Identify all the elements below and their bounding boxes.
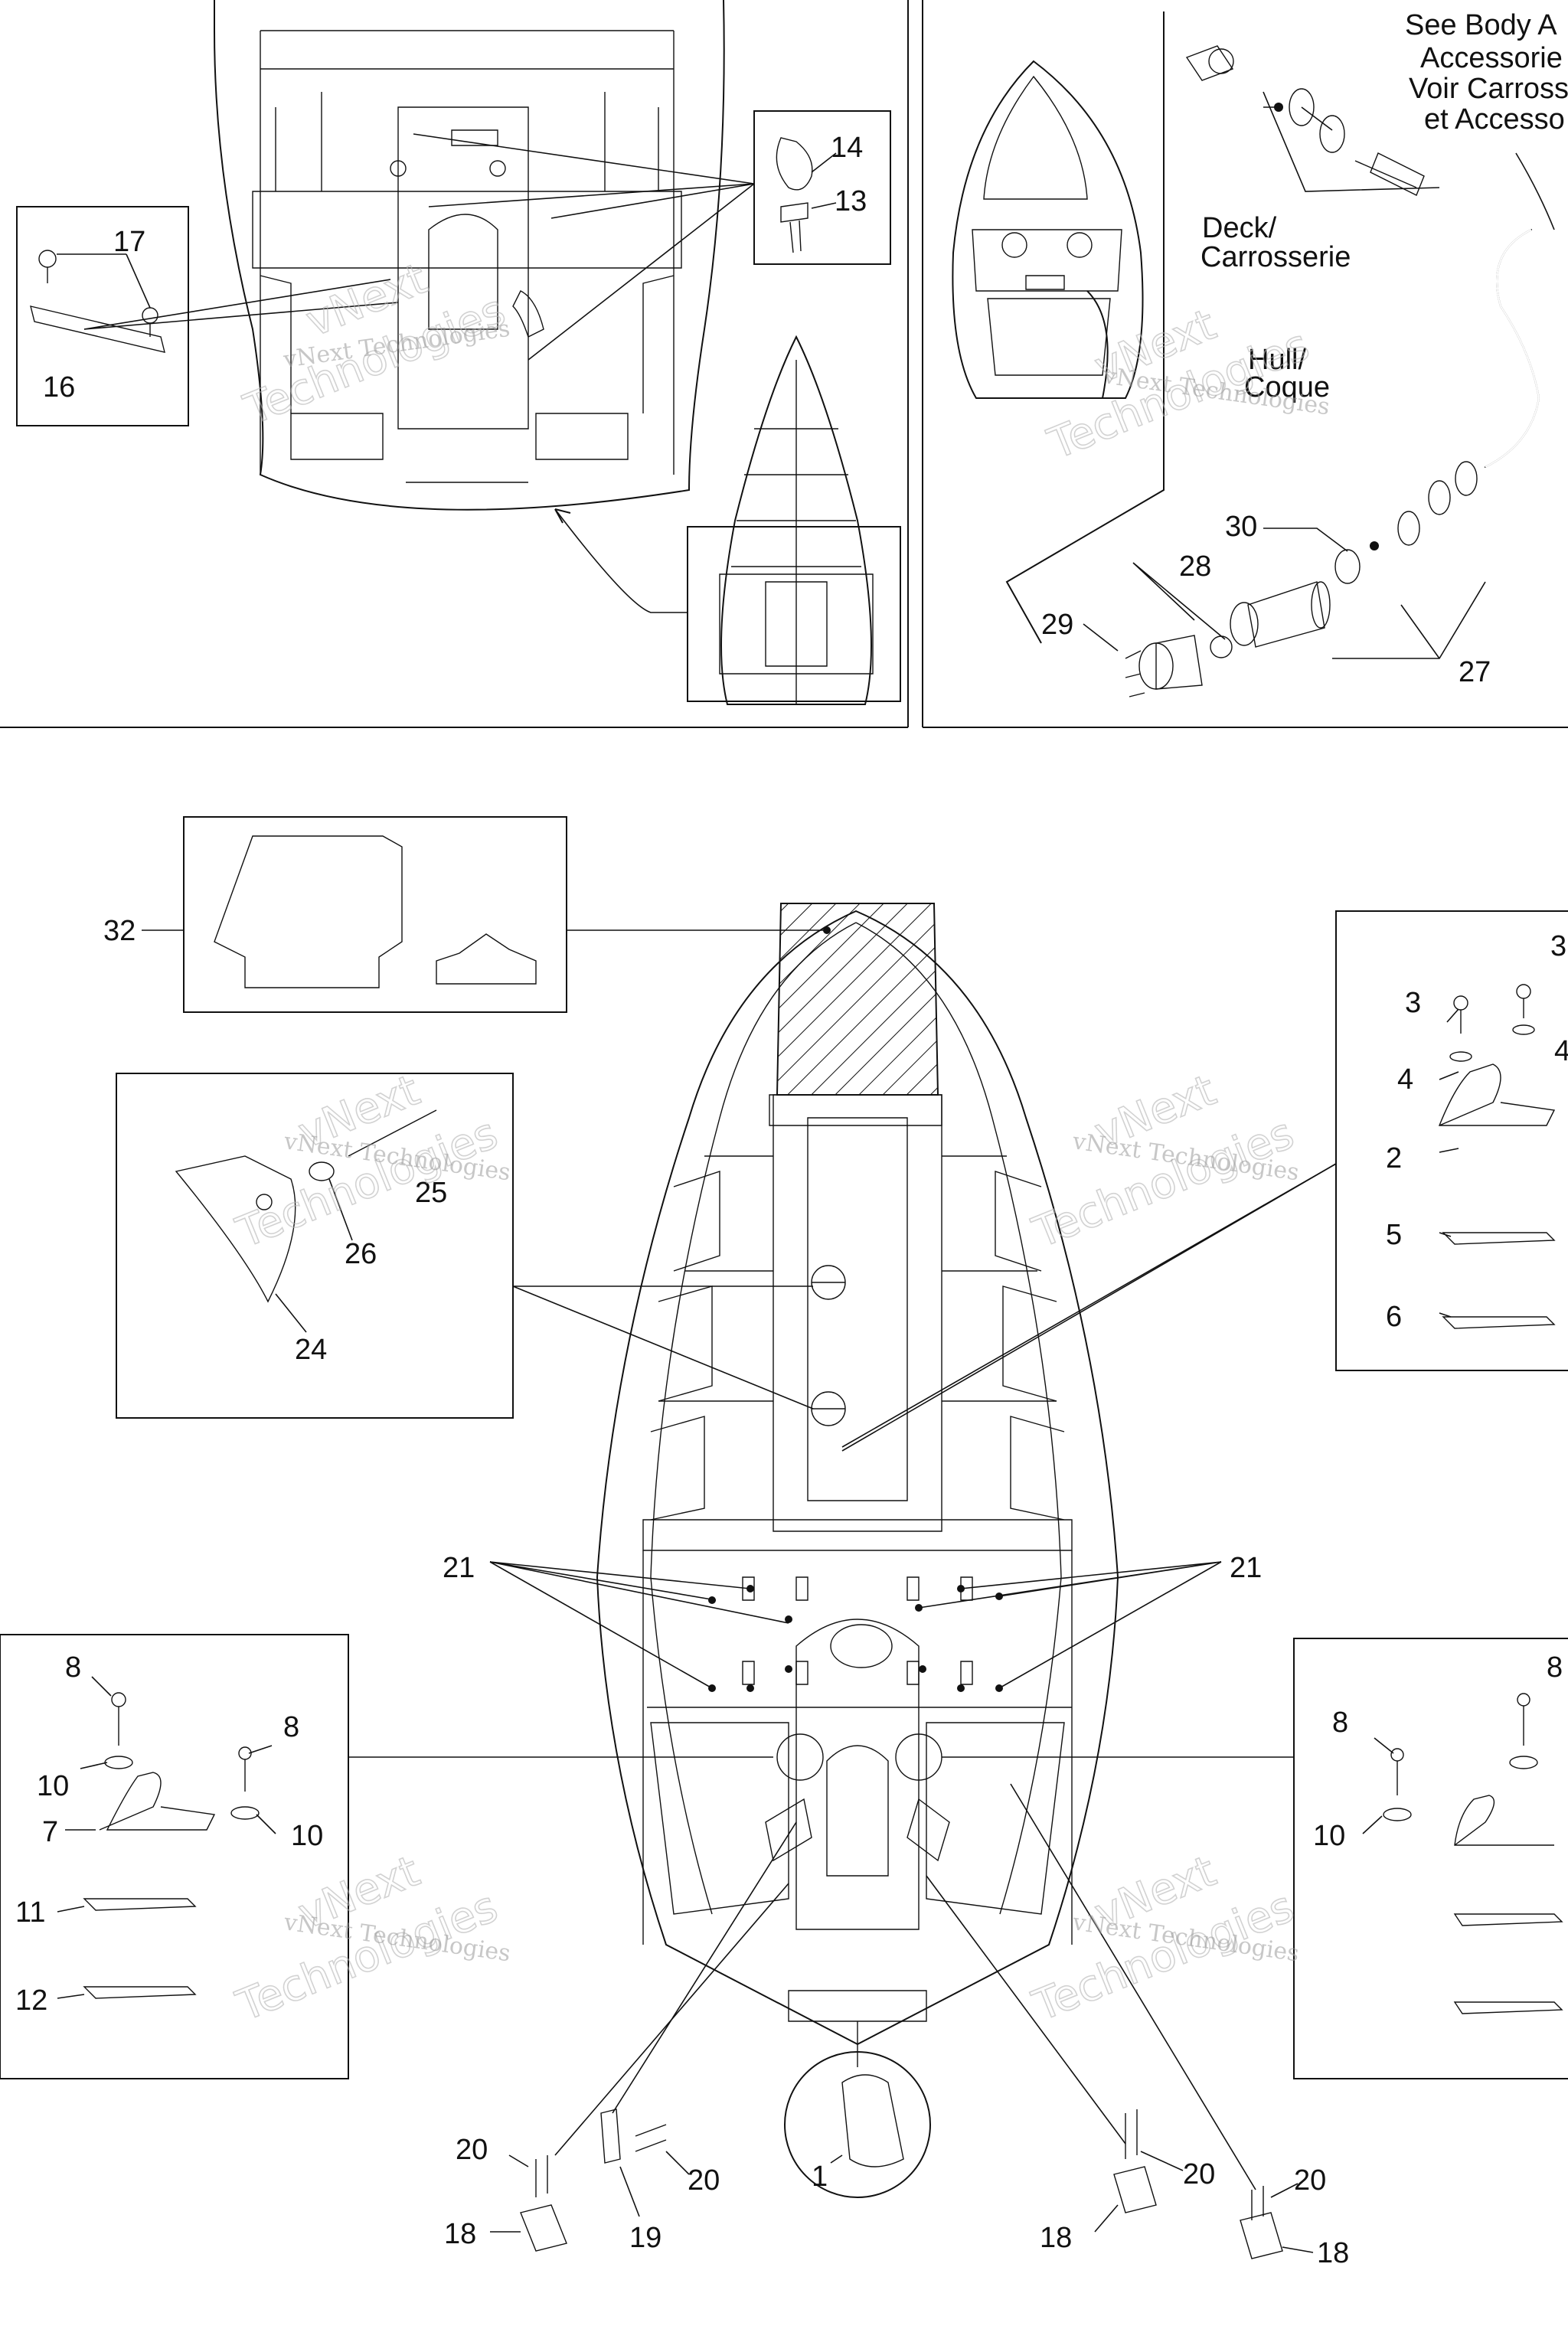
callout-8d: 8 — [1547, 1651, 1563, 1684]
callout-5: 5 — [1386, 1219, 1402, 1251]
callout-12: 12 — [15, 1984, 47, 2017]
callout-24: 24 — [295, 1334, 327, 1366]
deck-hull-top-view — [952, 60, 1144, 399]
callout-11: 11 — [15, 1896, 45, 1929]
callout-8b: 8 — [283, 1711, 299, 1743]
detail-box-8-10-right — [1293, 1638, 1568, 2079]
detail-box-7-12 — [0, 1634, 349, 2079]
hull-rear-view — [214, 0, 725, 511]
main-hull-view — [596, 903, 1119, 2067]
callout-21: 21 — [443, 1552, 475, 1584]
hull-label: Hull/ — [1248, 344, 1306, 376]
detail-box-24-26 — [116, 1073, 514, 1419]
callout-27: 27 — [1459, 656, 1491, 688]
callout-20b: 20 — [688, 2164, 720, 2197]
detail-circle-1 — [784, 2051, 931, 2198]
callout-17: 17 — [113, 226, 145, 258]
callout-13: 13 — [835, 185, 867, 217]
callout-28: 28 — [1179, 550, 1211, 583]
callout-7: 7 — [42, 1816, 58, 1848]
top-left-panel: 17 16 14 13 vNext — [0, 0, 909, 728]
detail-box-32 — [183, 816, 567, 1013]
callout-20d: 20 — [1294, 2164, 1326, 2197]
see-body-note: See Body A — [1405, 9, 1557, 41]
hull-overview-inset — [554, 335, 901, 705]
watermark-top-left: vNext Technologies vNext Technologies — [237, 253, 512, 436]
callout-20: 20 — [456, 2134, 488, 2166]
see-body-note-4: et Accesso — [1424, 103, 1565, 136]
detail-box-2-6 — [1335, 910, 1568, 1371]
see-body-note-2: Accessorie — [1420, 42, 1563, 74]
callout-2: 2 — [1386, 1142, 1402, 1174]
callout-25: 25 — [415, 1177, 447, 1209]
callout-32: 32 — [103, 915, 136, 947]
deck-label-fr: Carrosserie — [1200, 241, 1351, 273]
callout-29: 29 — [1041, 609, 1073, 641]
callout-3b: 3 — [1550, 930, 1566, 962]
callout-30: 30 — [1225, 511, 1257, 543]
hull-label-fr: Coque — [1244, 371, 1330, 403]
callout-20c: 20 — [1183, 2158, 1215, 2190]
detail-box-13-14: 14 13 — [413, 110, 891, 361]
hull-fitting-assembly — [1083, 528, 1486, 697]
main-callouts: 32 25 26 24 3 3 4 4 2 5 6 — [0, 816, 1568, 2269]
callout-10: 10 — [37, 1770, 69, 1802]
callout-10b: 10 — [291, 1820, 323, 1852]
callout-8c: 8 — [1332, 1707, 1348, 1739]
callout-6: 6 — [1386, 1301, 1402, 1333]
callout-10c: 10 — [1313, 1820, 1345, 1852]
callout-18c: 18 — [1317, 2237, 1349, 2269]
callout-3: 3 — [1405, 987, 1421, 1019]
deck-label: Deck/ — [1202, 212, 1277, 244]
callout-18b: 18 — [1040, 2222, 1072, 2254]
callout-26: 26 — [345, 1238, 377, 1270]
callout-1: 1 — [812, 2161, 828, 2193]
deck-vent-assembly — [1185, 45, 1540, 550]
callout-21b: 21 — [1230, 1552, 1262, 1584]
top-right-panel: Deck/ Carrosserie Hull/ Coque See Body A… — [922, 0, 1568, 728]
see-body-note-3: Voir Carross — [1409, 73, 1568, 105]
callout-14: 14 — [831, 132, 863, 164]
watermarks-main: vNext Technologies vNext Technologies vN… — [229, 1065, 1301, 2033]
callout-19: 19 — [629, 2222, 662, 2254]
callout-4b: 4 — [1554, 1035, 1568, 1067]
detail-box-16-17: 17 16 — [16, 206, 399, 426]
callout-18: 18 — [444, 2218, 476, 2250]
callout-8: 8 — [65, 1651, 81, 1684]
callout-4: 4 — [1397, 1063, 1413, 1096]
callout-16: 16 — [43, 371, 75, 403]
